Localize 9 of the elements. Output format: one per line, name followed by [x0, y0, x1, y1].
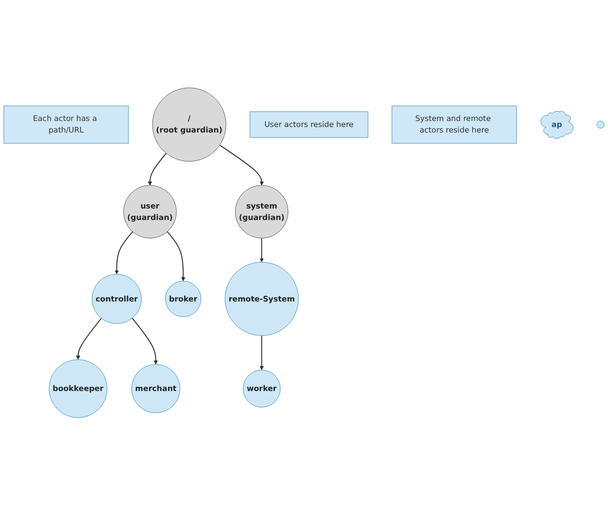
- arrow: [114, 232, 134, 275]
- arrow: [148, 153, 167, 186]
- arrow: [260, 335, 264, 370]
- arrow: [219, 144, 264, 186]
- arrow: [132, 318, 158, 365]
- arrow: [166, 232, 186, 282]
- node-circle: [596, 121, 604, 129]
- arrow: [260, 238, 264, 263]
- arrow: [76, 318, 102, 360]
